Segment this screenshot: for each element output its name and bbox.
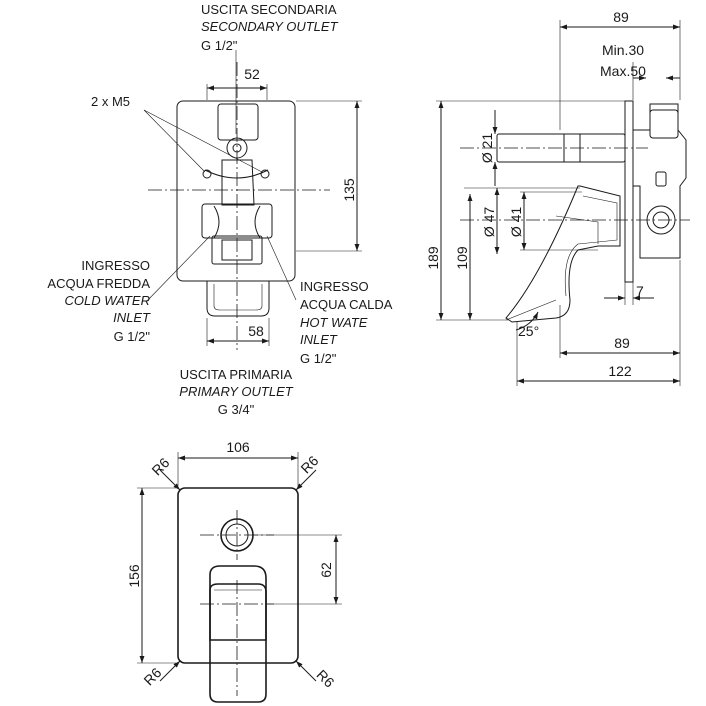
screws-label: 2 x M5 — [91, 94, 130, 109]
secondary-outlet-label-en: SECONDARY OUTLET — [201, 19, 339, 34]
plate-outline — [177, 487, 299, 664]
dim-side-min: Min.30 — [602, 42, 644, 58]
primary-outlet-label-it: USCITA PRIMARIA — [180, 367, 293, 382]
cold-inlet-size: G 1/2" — [114, 329, 151, 344]
dim-plate-offset: 62 — [318, 562, 334, 578]
dim-diameter-41: Ø 41 — [508, 207, 524, 238]
secondary-outlet-label-it: USCITA SECONDARIA — [201, 2, 337, 17]
secondary-outlet-size: G 1/2" — [201, 38, 238, 53]
screw-right — [260, 169, 270, 179]
radius-top-right: R6 — [297, 452, 321, 476]
radius-top-left: R6 — [148, 454, 172, 478]
cold-inlet-label-it-2: ACQUA FREDDA — [47, 276, 150, 291]
dim-diameter-21: Ø 21 — [479, 133, 495, 164]
dim-front-bottom-width: 58 — [248, 323, 264, 339]
screw-left — [202, 169, 212, 179]
dim-side-top-depth: 89 — [613, 9, 629, 25]
side-valve-body — [632, 103, 687, 259]
dim-side-max: Max.50 — [600, 63, 646, 79]
plate-lever-body — [209, 565, 267, 641]
dim-front-top-width: 52 — [244, 66, 260, 82]
hot-inlet-label-en-1: HOT WATE — [300, 315, 368, 330]
plate-view: 106 156 62 R6 R6 R6 R6 — [126, 439, 342, 703]
side-view: 89 Min.30 Max.50 Ø 21 Ø 47 Ø 41 189 109 … — [425, 9, 690, 386]
hot-inlet-label-en-2: INLET — [300, 332, 338, 347]
side-wall-plate — [624, 100, 634, 283]
hot-inlet-label-it-1: INGRESSO — [300, 279, 369, 294]
cold-inlet-label-en-2: INLET — [113, 310, 151, 325]
cold-inlet-label-it-1: INGRESSO — [81, 258, 150, 273]
dim-side-lower-height: 109 — [454, 246, 470, 270]
side-handle — [505, 185, 621, 323]
primary-outlet-label-en: PRIMARY OUTLET — [179, 384, 293, 399]
dim-side-bottom-depth: 89 — [614, 335, 630, 351]
dim-side-plate: 7 — [636, 283, 644, 299]
dim-plate-width: 106 — [226, 439, 250, 455]
dim-plate-height: 156 — [126, 564, 142, 588]
radius-bottom-left: R6 — [140, 664, 164, 688]
dim-side-angle: 25° — [518, 323, 539, 339]
dim-front-height: 135 — [341, 178, 357, 202]
hot-inlet-size: G 1/2" — [300, 351, 337, 366]
dim-diameter-47: Ø 47 — [481, 207, 497, 238]
primary-outlet-stub — [206, 281, 270, 317]
radius-bottom-right: R6 — [314, 666, 338, 690]
dim-side-total-height: 189 — [425, 246, 441, 270]
front-view: 52 135 58 — [143, 50, 362, 350]
plate-lever-handle — [209, 583, 267, 703]
secondary-outlet-stub — [217, 103, 259, 141]
primary-outlet-size: G 3/4" — [218, 402, 255, 417]
hot-inlet-label-it-2: ACQUA CALDA — [300, 297, 393, 312]
mixer-body — [221, 159, 255, 206]
dim-side-total-depth: 122 — [608, 363, 632, 379]
cold-inlet-label-en-1: COLD WATER — [65, 293, 150, 308]
